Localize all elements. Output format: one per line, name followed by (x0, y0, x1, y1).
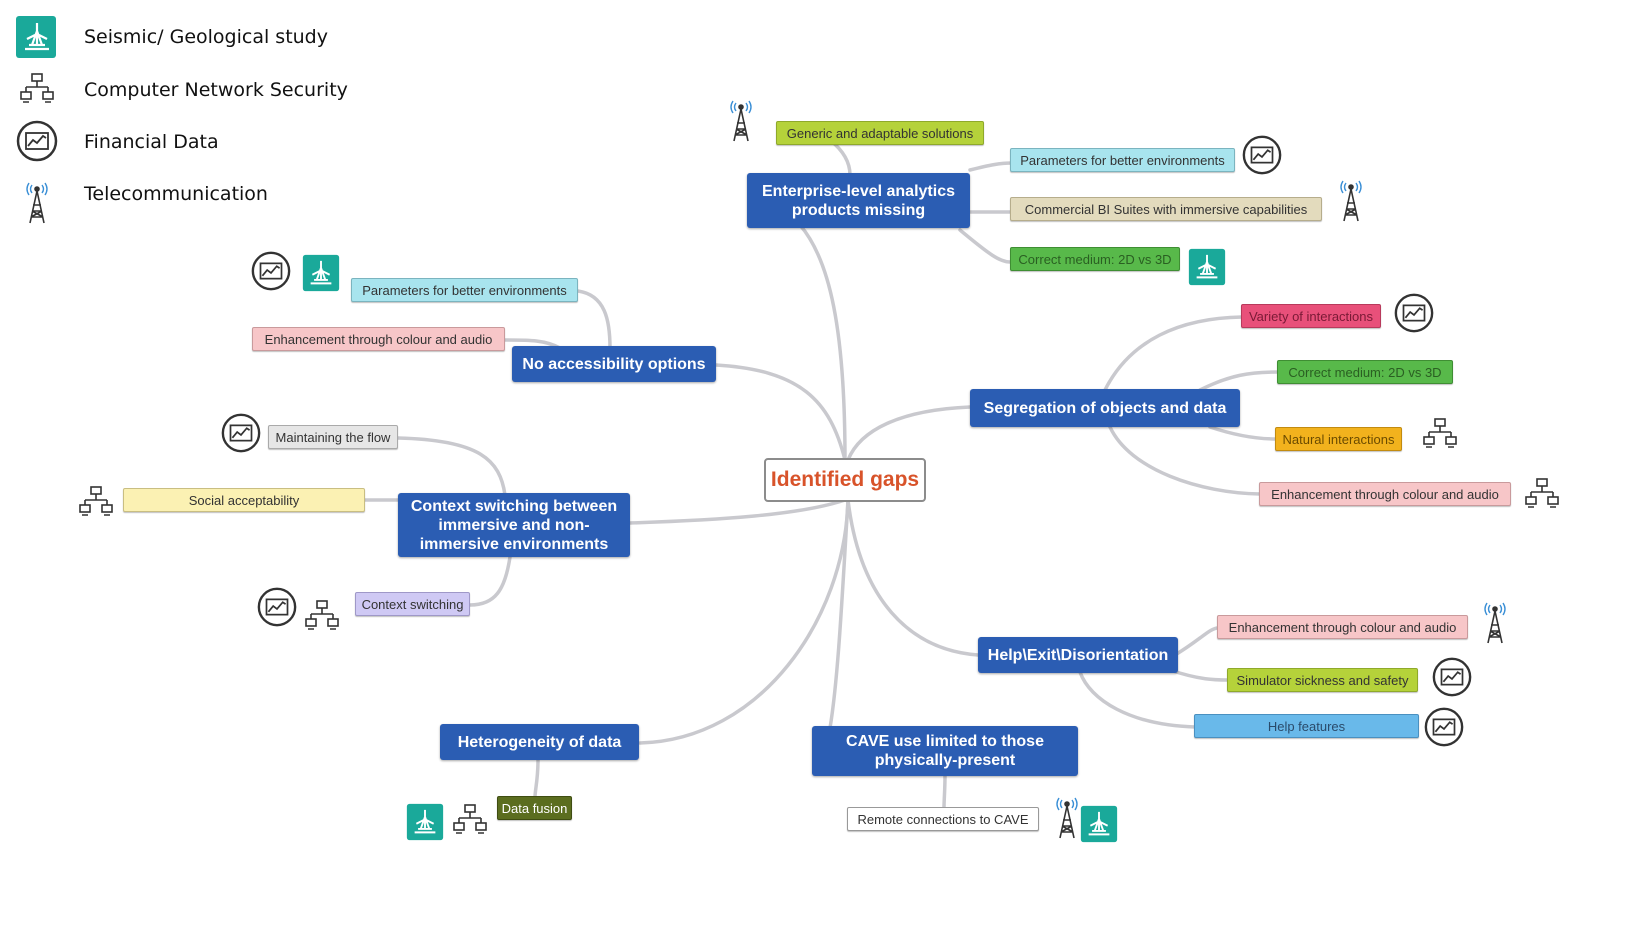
branch-segregation[interactable]: Segregation of objects and data (970, 389, 1240, 427)
leaf-colour-audio[interactable]: Enhancement through colour and audio (1259, 482, 1511, 506)
leaf-correct-medium[interactable]: Correct medium: 2D vs 3D (1277, 360, 1453, 384)
branch-help[interactable]: Help\Exit\Disorientation (978, 637, 1178, 673)
leaf-colour-audio[interactable]: Enhancement through colour and audio (252, 327, 505, 351)
telecom-tower-icon (1052, 797, 1082, 839)
legend-item-network (14, 66, 60, 112)
legend-label: Seismic/ Geological study (84, 26, 328, 48)
leaf-correct-medium[interactable]: Correct medium: 2D vs 3D (1010, 247, 1180, 271)
leaf-help-features[interactable]: Help features (1194, 714, 1419, 738)
financial-chart-icon (256, 586, 298, 628)
leaf-maintaining-flow[interactable]: Maintaining the flow (268, 425, 398, 449)
leaf-parameters-environments[interactable]: Parameters for better environments (351, 278, 578, 302)
seismic-rig-icon (14, 14, 60, 60)
legend-label: Financial Data (84, 131, 219, 153)
financial-chart-icon (14, 118, 60, 164)
legend-item-telecom (14, 180, 60, 226)
telecom-tower-icon (1480, 602, 1510, 644)
branch-heterogeneity[interactable]: Heterogeneity of data (440, 724, 639, 760)
leaf-variety-interactions[interactable]: Variety of interactions (1241, 304, 1381, 328)
telecom-tower-icon (1336, 180, 1366, 222)
branch-cave[interactable]: CAVE use limited to those physically-pre… (812, 726, 1078, 776)
legend-item-seismic (14, 14, 60, 60)
legend-item-financial (14, 118, 60, 164)
legend-label: Computer Network Security (84, 79, 348, 101)
financial-chart-icon (1241, 134, 1283, 176)
financial-chart-icon (250, 250, 292, 292)
network-icon (1422, 416, 1458, 452)
leaf-commercial-bi[interactable]: Commercial BI Suites with immersive capa… (1010, 197, 1322, 221)
leaf-natural-interactions[interactable]: Natural interactions (1275, 427, 1402, 451)
financial-chart-icon (220, 412, 262, 454)
telecom-tower-icon (726, 100, 756, 142)
financial-chart-icon (1423, 706, 1465, 748)
seismic-rig-icon (302, 253, 340, 293)
network-icon (1524, 476, 1560, 512)
seismic-rig-icon (1080, 804, 1118, 844)
network-icon (14, 66, 60, 112)
branch-accessibility[interactable]: No accessibility options (512, 346, 716, 382)
network-icon (452, 802, 488, 838)
branch-context-switching[interactable]: Context switching between immersive and … (398, 493, 630, 557)
leaf-context-switching[interactable]: Context switching (355, 592, 470, 616)
legend-label: Telecommunication (84, 183, 268, 205)
leaf-simulator-sickness[interactable]: Simulator sickness and safety (1227, 668, 1418, 692)
network-icon (304, 598, 340, 634)
central-node[interactable]: Identified gaps (764, 458, 926, 502)
leaf-social-acceptability[interactable]: Social acceptability (123, 488, 365, 512)
leaf-generic-solutions[interactable]: Generic and adaptable solutions (776, 121, 984, 145)
leaf-colour-audio[interactable]: Enhancement through colour and audio (1217, 615, 1468, 639)
seismic-rig-icon (406, 802, 444, 842)
network-icon (78, 484, 114, 520)
branch-enterprise[interactable]: Enterprise-level analytics products miss… (747, 173, 970, 228)
leaf-parameters-environments[interactable]: Parameters for better environments (1010, 148, 1235, 172)
telecom-tower-icon (14, 180, 60, 226)
seismic-rig-icon (1188, 247, 1226, 287)
financial-chart-icon (1393, 292, 1435, 334)
financial-chart-icon (1431, 656, 1473, 698)
leaf-remote-cave[interactable]: Remote connections to CAVE (847, 807, 1039, 831)
leaf-data-fusion[interactable]: Data fusion (497, 796, 572, 820)
